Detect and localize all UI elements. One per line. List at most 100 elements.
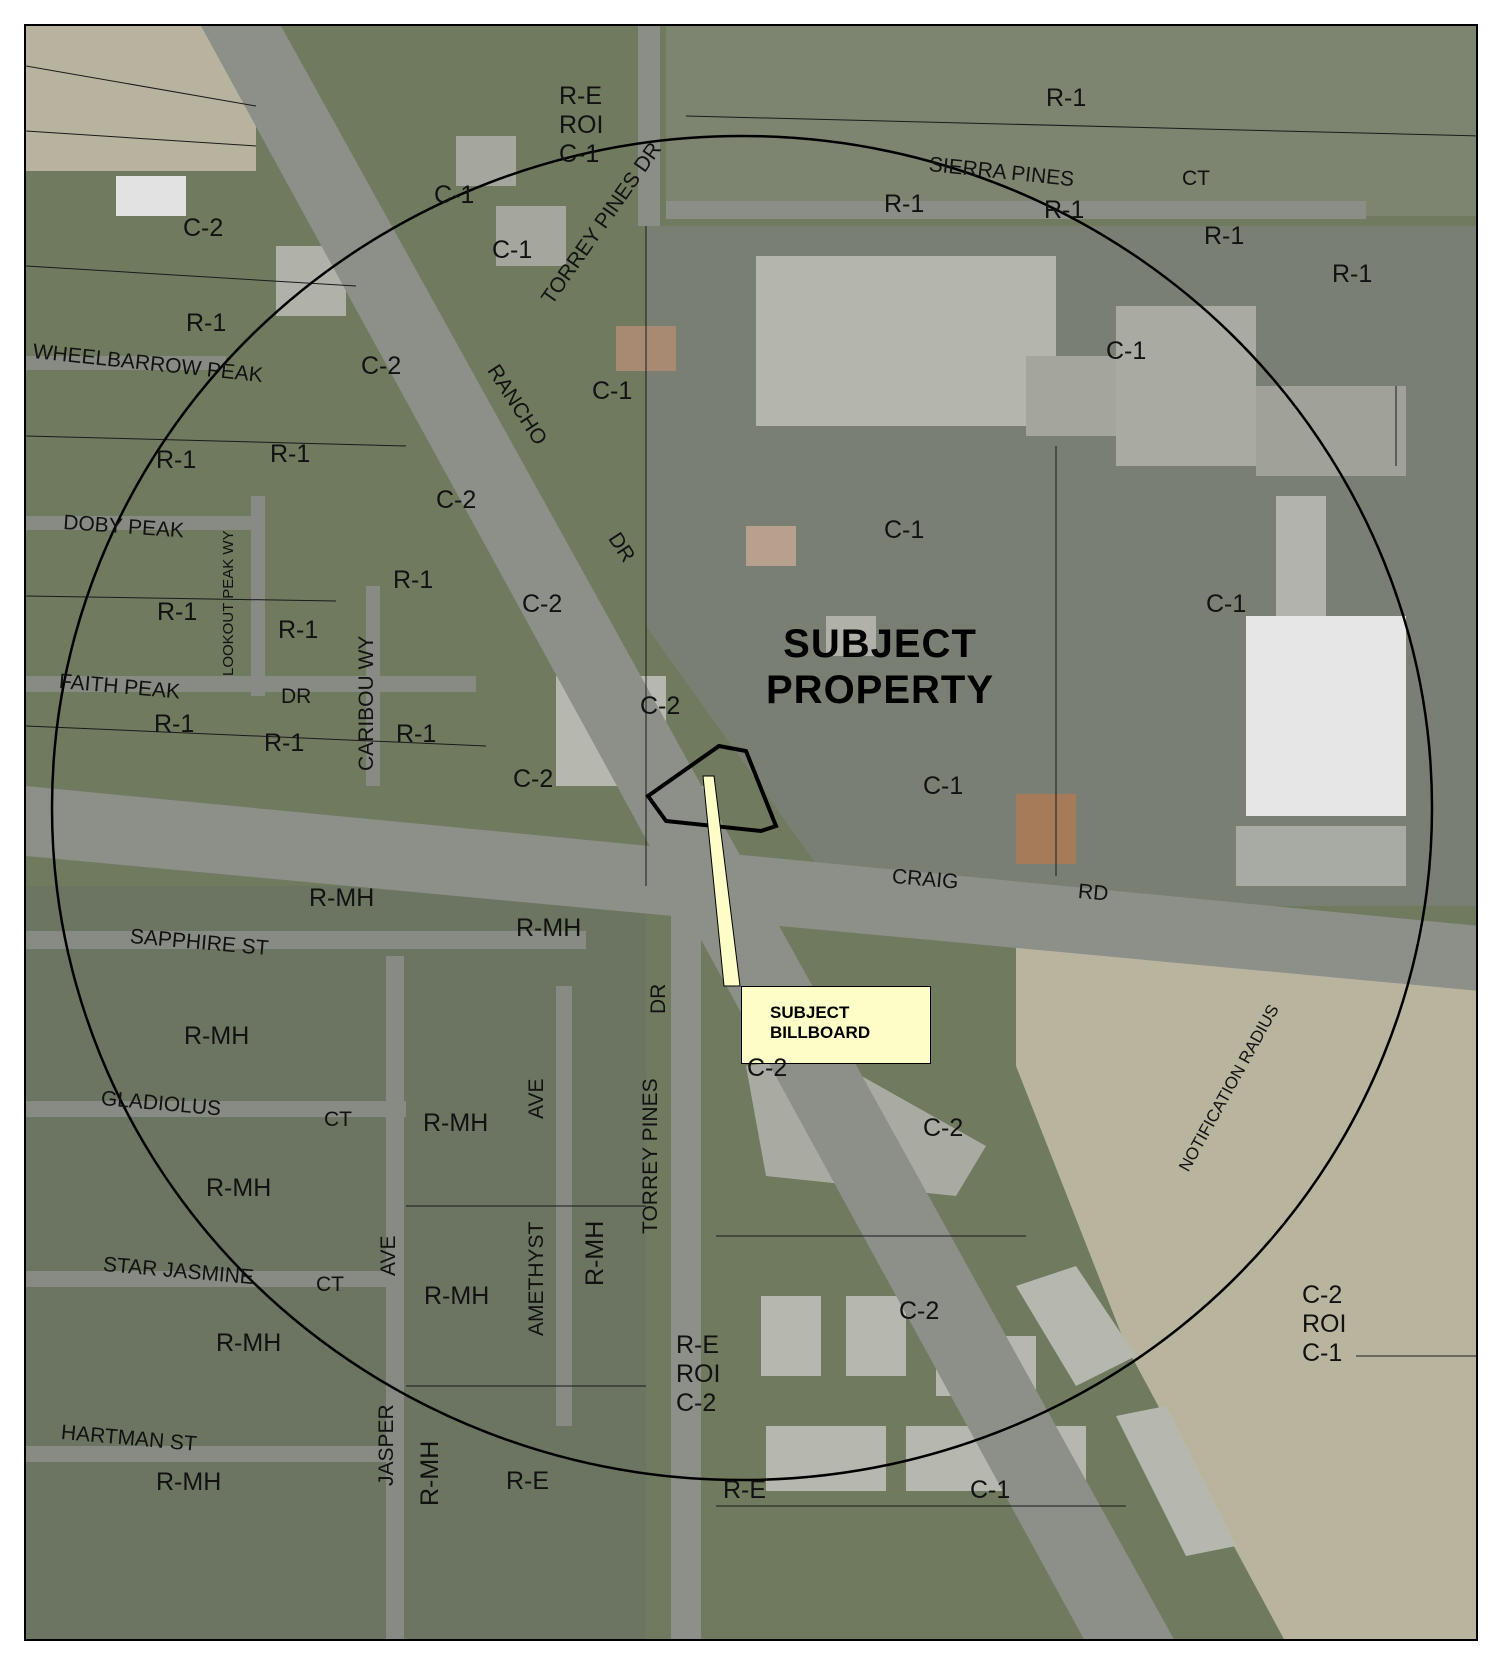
roof-store-4 [1256,386,1406,476]
zone-r1-peak-b: R-1 [270,440,311,468]
zone-r1-faith-b: R-1 [264,729,305,757]
sapphire-st [26,931,586,949]
roof-shops [1276,496,1326,616]
wheelbarrow-peak [26,356,226,370]
street-rd-craig: RD [1077,880,1110,906]
roof-shop-s7 [1116,1406,1236,1556]
aerial-basemap [26,26,1476,1639]
street-dr-faith: DR [281,685,312,708]
zone-c2-se: C-2 [747,1054,788,1082]
jasper-ave [386,956,404,1639]
zone-r1-sierra-a: R-1 [884,190,925,218]
roof-store-3 [1026,356,1116,436]
zone-r1-faith-a: R-1 [154,710,195,738]
roof-store-1 [756,256,1056,426]
subject-billboard-callout: SUBJECT BILLBOARD [741,986,931,1064]
zone-c2-east: C-2 [923,1114,964,1142]
torrey-pines-n [638,26,660,226]
zone-re-south-b: R-E [723,1476,767,1504]
zone-rmh-sapphire: R-MH [184,1022,250,1050]
mobile-home-park [26,886,646,1639]
zone-c1-plaza: C-1 [1106,337,1147,365]
zone-c1-far-south: C-1 [970,1476,1011,1504]
street-caribou-wy: CARIBOU WY [355,635,378,771]
torrey-pines-s [671,911,701,1639]
zone-c2-dr: C-2 [522,590,563,618]
roof-shop-s2 [846,1296,906,1376]
street-amethyst: AMETHYST [525,1221,548,1336]
zone-c1-south: C-1 [923,772,964,800]
zone-rmh-north-b: R-MH [516,914,582,942]
zone-c1-rancho: C-1 [592,377,633,405]
parcel-lines [26,65,1476,1507]
zone-r1-wheel: R-1 [186,309,227,337]
zone-r1-sierra-b: R-1 [1044,196,1085,224]
zone-c1-north: C-1 [434,181,475,209]
roof-shops-nw [116,176,186,216]
zone-r1-peak-a: R-1 [156,446,197,474]
roof-shops-s [1236,826,1406,886]
zone-c2-roi-c1: C-2 ROI C-1 [1302,1281,1347,1367]
zone-rmh-jasper: R-MH [424,1282,490,1310]
roof-shop-s4 [766,1426,886,1491]
zone-rmh-jasper-b: R-MH [416,1440,444,1506]
subject-billboard-parcel [645,743,779,834]
street-craig: CRAIG [891,865,960,894]
caribou-wy [366,586,380,786]
zone-c1-market: C-1 [1206,590,1247,618]
zone-r1-top: R-1 [1046,84,1087,112]
roof-pad-n [496,206,566,266]
roof-shop-s6 [1016,1266,1136,1386]
street-ave-amethyst: AVE [525,1078,548,1119]
roof-shop-s1 [761,1296,821,1376]
residential-north [666,26,1476,216]
street-ct-sierra: CT [1182,167,1210,190]
street-torrey-pines-s: TORREY PINES [639,1078,662,1234]
hartman-st [26,1446,386,1462]
doby-peak [26,516,256,530]
zone-r1-lookout: R-1 [157,598,198,626]
roof-store-2 [1116,306,1256,466]
zone-re-south-a: R-E [506,1467,550,1495]
callout-leader [702,775,741,987]
zone-c2-craig: C-2 [513,765,554,793]
zone-rmh-north-a: R-MH [309,884,375,912]
zone-c2-corner: C-2 [640,692,681,720]
street-ct-gladiolus: CT [324,1108,352,1131]
roof-pad-c [746,526,796,566]
roof-pad-c2 [826,616,876,656]
zone-rmh-torrey: R-MH [581,1220,609,1286]
zone-c2-shops-s: C-2 [899,1297,940,1325]
lookout-peak-wy [251,496,265,696]
roof-pad-n2 [456,136,516,186]
zone-c2-shops: C-2 [183,214,224,242]
zone-r1-sierra-c: R-1 [1204,222,1245,250]
zone-c1-torrey: C-1 [492,236,533,264]
zone-rmh-gladiolus: R-MH [206,1174,272,1202]
zone-rmh-hartman: R-MH [156,1468,222,1496]
sierra-pines-ct [666,201,1366,219]
star-jasmine-ct [26,1271,386,1287]
notification-radius-circle [50,134,1434,1482]
street-jasper: JASPER [375,1404,398,1486]
roof-pad [1016,794,1076,864]
zone-r1-caribou: R-1 [393,566,434,594]
zone-rmh-star: R-MH [216,1329,282,1357]
zone-r1-caribou-b: R-1 [396,720,437,748]
zone-c2-rancho: C-2 [361,352,402,380]
zone-r1-right: R-1 [1332,260,1373,288]
zone-re-roi-c2: R-E ROI C-2 [676,1331,721,1417]
subject-property-label: SUBJECT PROPERTY [766,622,995,712]
zone-c2-mid: C-2 [436,486,477,514]
street-lookout-peak-wy: LOOKOUT PEAK WY [220,530,237,676]
street-ct-star: CT [316,1273,344,1296]
desert-se [1016,946,1476,1639]
zone-r1-lookout-b: R-1 [278,616,319,644]
zone-c1-center: C-1 [884,516,925,544]
street-ave-jasper: AVE [377,1235,400,1276]
gladiolus-ct [26,1101,406,1117]
zone-re-roi-c1: R-E ROI C-1 [559,82,604,168]
zoning-map: SUBJECT PROPERTY SUBJECT BILLBOARD NOTIF… [24,24,1478,1641]
street-dr-torrey-s: DR [647,983,670,1014]
zone-rmh-amethyst: R-MH [423,1109,489,1137]
